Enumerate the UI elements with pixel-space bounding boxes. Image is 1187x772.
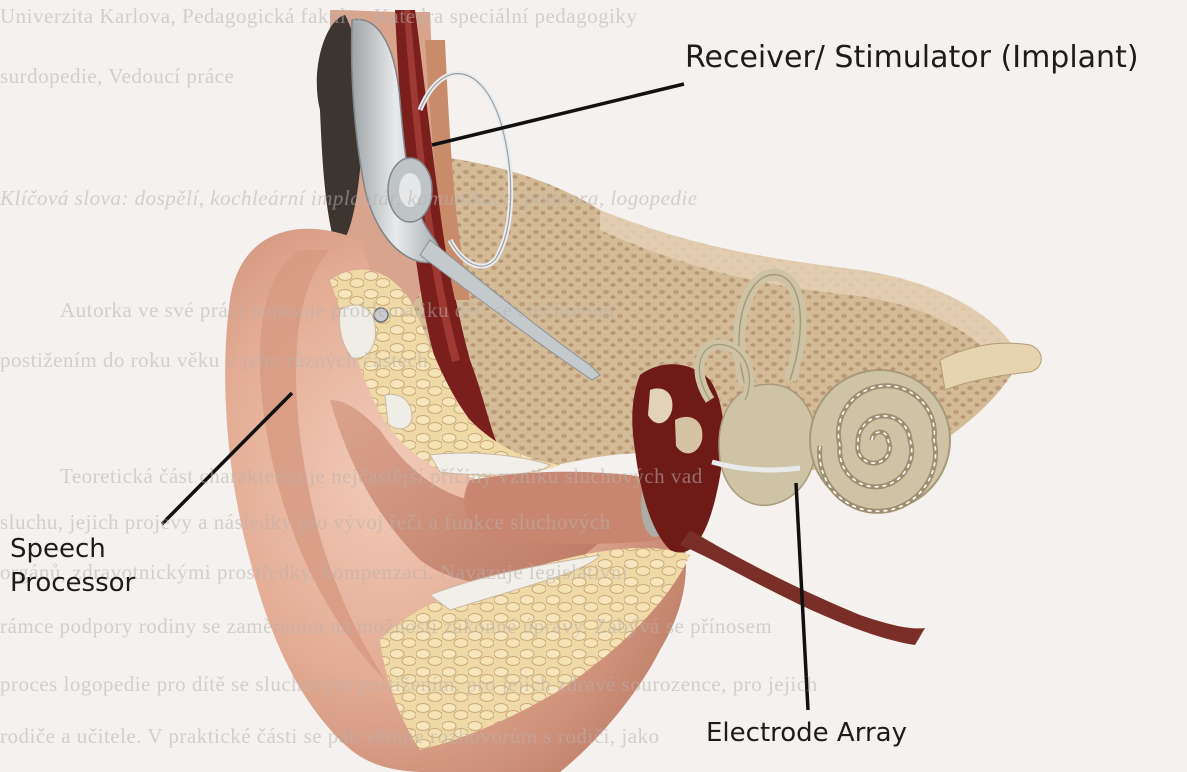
speech-processor-label-line2: Processor bbox=[10, 566, 135, 600]
speech-processor-label: Speech Processor bbox=[10, 532, 135, 600]
bg-text-line: rámce podpory rodiny se zaměřením na mož… bbox=[0, 614, 1187, 639]
bg-text-line: Klíčová slova: dospělí, kochleární impla… bbox=[0, 186, 1187, 211]
receiver-stimulator-label: Receiver/ Stimulator (Implant) bbox=[685, 40, 1139, 75]
receiver-leader-line bbox=[432, 84, 684, 145]
bg-text-line: Teoretická část charakterizuje nejčastěj… bbox=[60, 464, 1187, 489]
electrode-array-label: Electrode Array bbox=[706, 718, 907, 748]
bg-text-line: postižením do roku věku v jeho různých č… bbox=[0, 348, 1187, 373]
bg-text-line: Univerzita Karlova, Pedagogická fakulta,… bbox=[0, 4, 1187, 29]
bg-text-line: sluchu, jejich projevy a následky pro vý… bbox=[0, 510, 1187, 535]
bg-text-line: orgánů, zdravotnickými prostředky, kompe… bbox=[0, 560, 1187, 585]
bg-text-line: Autorka ve své práci popisuje problemati… bbox=[60, 298, 1187, 323]
speech-processor-label-line1: Speech bbox=[10, 532, 135, 566]
bg-text-line: rodiče a učitele. V praktické části se p… bbox=[0, 724, 1187, 749]
bg-text-line: proces logopedie pro dítě se sluchovým p… bbox=[0, 672, 1187, 697]
